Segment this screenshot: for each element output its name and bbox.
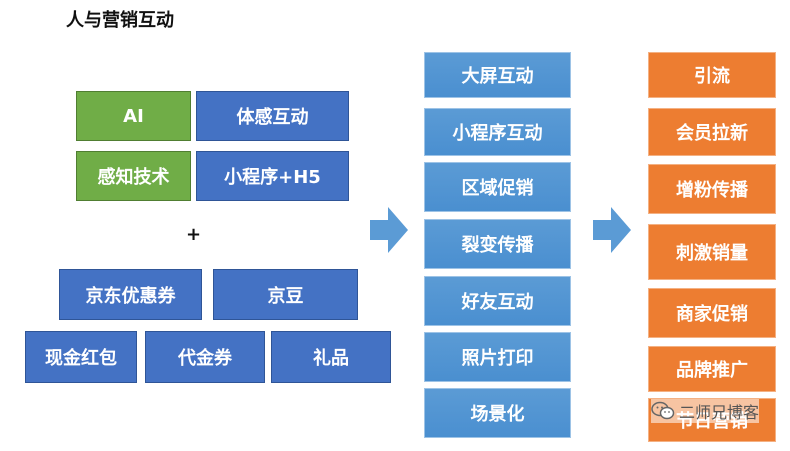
arrow-right-icon [370, 207, 408, 253]
box-sales-boost: 刺激销量 [648, 224, 776, 280]
box-cash-red-packet: 现金红包 [25, 331, 137, 383]
box-photo-print: 照片打印 [424, 332, 571, 382]
box-brand-promo: 品牌推广 [648, 346, 776, 392]
box-jd-coupon: 京东优惠券 [59, 269, 202, 320]
box-viral-spread: 裂变传播 [424, 219, 571, 269]
box-scenario: 场景化 [424, 388, 571, 438]
box-friend-interaction: 好友互动 [424, 276, 571, 326]
box-miniprogram-interaction: 小程序互动 [424, 108, 571, 156]
box-jd-beans: 京豆 [213, 269, 358, 320]
watermark-text: 二师兄博客 [679, 403, 760, 422]
box-merchant-promo: 商家促销 [648, 288, 776, 338]
box-motion-sensing: 体感互动 [196, 91, 349, 141]
box-regional-promo: 区域促销 [424, 162, 571, 212]
box-miniprogram-h5: 小程序+H5 [196, 151, 349, 201]
box-perception-tech: 感知技术 [76, 151, 191, 201]
plus-sign: + [186, 224, 202, 245]
box-traffic: 引流 [648, 52, 776, 98]
box-gift: 礼品 [271, 331, 391, 383]
box-member-acquisition: 会员拉新 [648, 108, 776, 156]
box-voucher: 代金券 [145, 331, 265, 383]
box-ai: AI [76, 91, 191, 141]
arrow-right-icon [593, 207, 631, 253]
box-follower-growth: 增粉传播 [648, 164, 776, 214]
diagram-title: 人与营销互动 [66, 10, 174, 31]
watermark: 二师兄博客 [651, 399, 760, 423]
wechat-icon [651, 401, 675, 420]
box-big-screen: 大屏互动 [424, 52, 571, 98]
